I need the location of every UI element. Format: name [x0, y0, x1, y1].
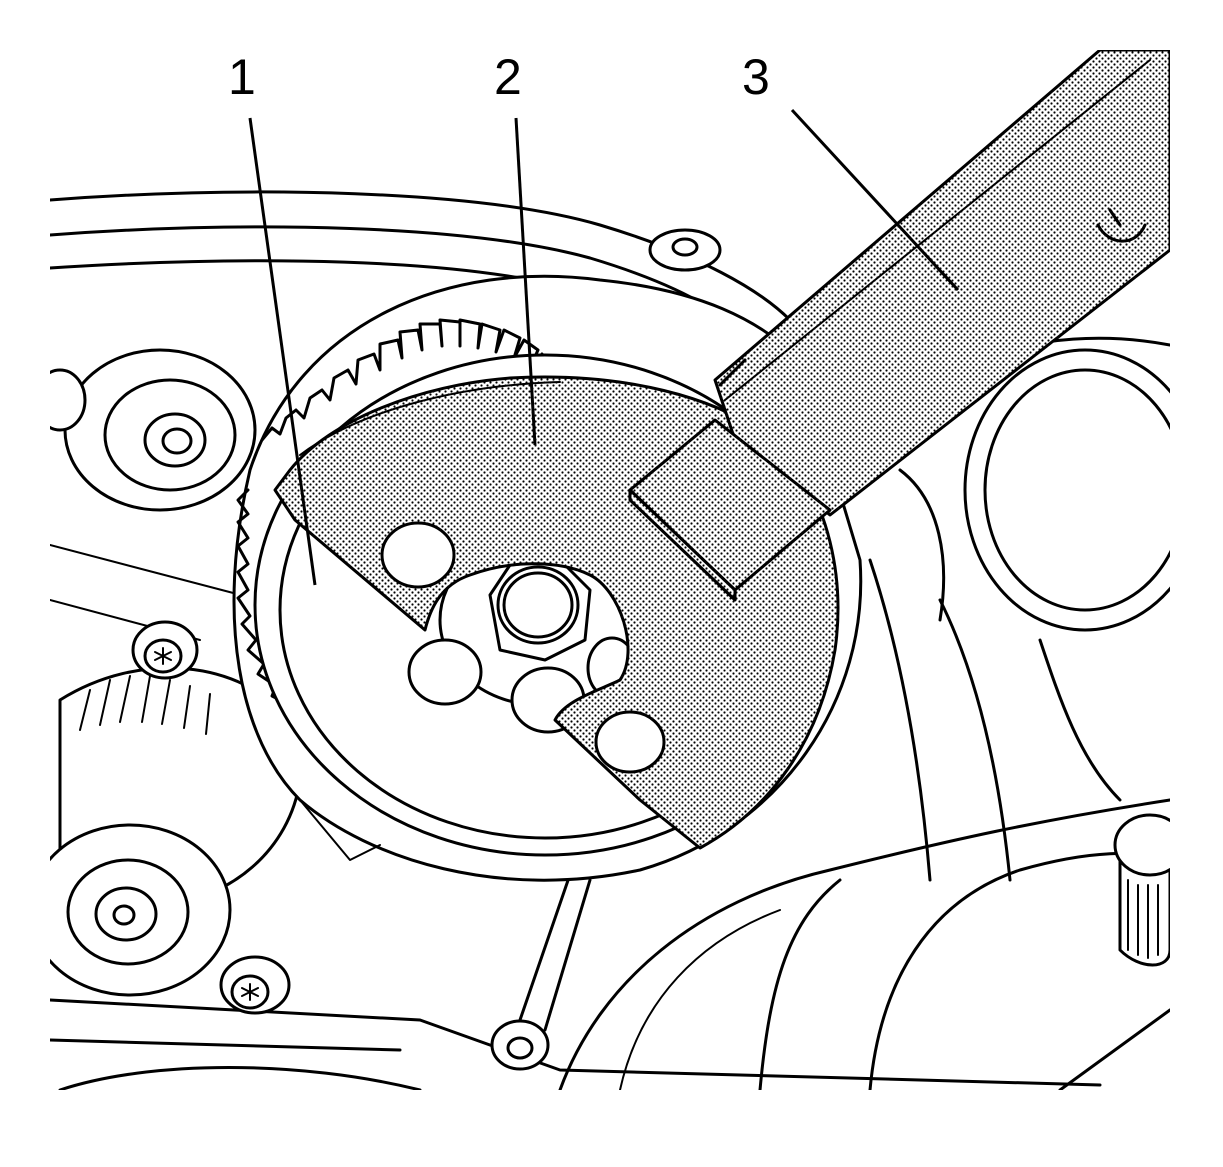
callout-1: 1 — [228, 49, 256, 105]
leader-line-2 — [514, 117, 537, 446]
callout-2: 2 — [494, 49, 522, 105]
housing-bolt-bottom — [490, 858, 592, 1071]
torx-bolt-lower — [219, 955, 291, 1015]
holding-tool-handle — [628, 50, 1170, 602]
tensioner-pulley — [50, 666, 302, 997]
engine-housing — [50, 190, 1170, 1090]
callout-3: 3 — [742, 49, 770, 105]
housing-bolt-top — [648, 228, 722, 272]
housing-boss — [963, 348, 1170, 632]
housing-plug — [1113, 813, 1170, 967]
leader-lines — [248, 108, 960, 586]
leader-line-1 — [248, 117, 317, 586]
idler-pulley — [50, 348, 257, 512]
leader-line-3 — [790, 108, 960, 292]
torx-bolt-upper — [131, 620, 199, 680]
